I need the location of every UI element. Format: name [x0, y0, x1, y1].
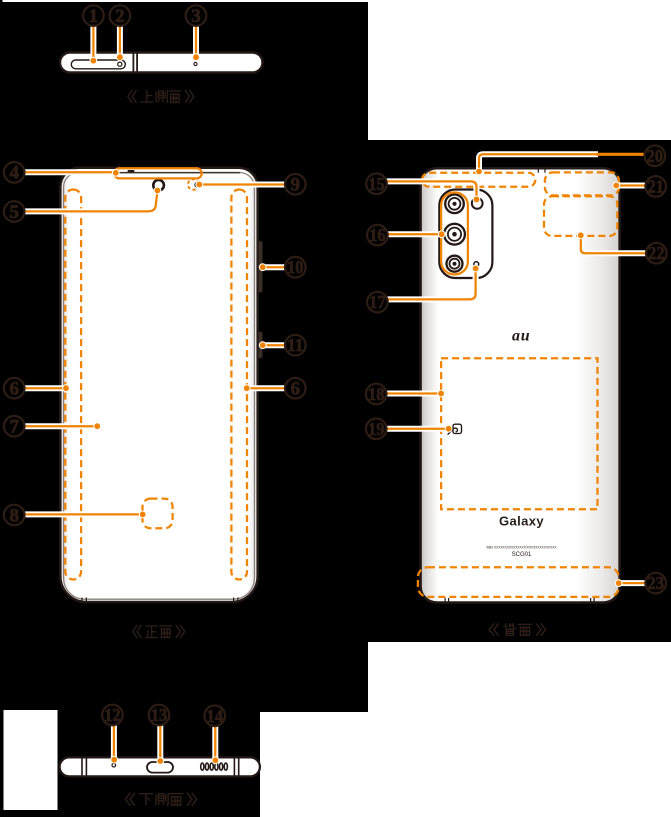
svg-text:Galaxy: Galaxy — [499, 513, 544, 528]
svg-text:1: 1 — [89, 6, 99, 27]
svg-text:6: 6 — [9, 379, 19, 400]
svg-text:11: 11 — [287, 335, 304, 355]
svg-text:16: 16 — [369, 225, 386, 245]
svg-text:7: 7 — [9, 417, 19, 438]
svg-text:6: 6 — [291, 379, 301, 400]
svg-text:14: 14 — [206, 706, 223, 726]
svg-text:22: 22 — [648, 243, 665, 263]
svg-text:12: 12 — [104, 705, 121, 725]
svg-text:23: 23 — [647, 573, 664, 593]
svg-text:20: 20 — [647, 146, 664, 166]
svg-text:10: 10 — [287, 257, 304, 277]
svg-text:IMEI XXXXXXXXXXXXXXX/XXXXXXXXX: IMEI XXXXXXXXXXXXXXX/XXXXXXXXXXXXXX — [487, 546, 558, 550]
svg-text:15: 15 — [368, 174, 385, 194]
svg-text:2: 2 — [115, 6, 125, 27]
svg-text:8: 8 — [9, 505, 19, 526]
svg-text:21: 21 — [647, 176, 664, 196]
svg-text:9: 9 — [291, 175, 301, 196]
svg-text:SCG01: SCG01 — [512, 552, 532, 558]
svg-text:13: 13 — [151, 705, 168, 725]
svg-text:au: au — [512, 328, 530, 345]
svg-text:18: 18 — [368, 384, 385, 404]
svg-text:19: 19 — [368, 419, 385, 439]
svg-text:17: 17 — [369, 292, 386, 312]
svg-text:5: 5 — [9, 202, 19, 223]
svg-text:4: 4 — [9, 163, 19, 184]
svg-text:3: 3 — [191, 6, 201, 27]
